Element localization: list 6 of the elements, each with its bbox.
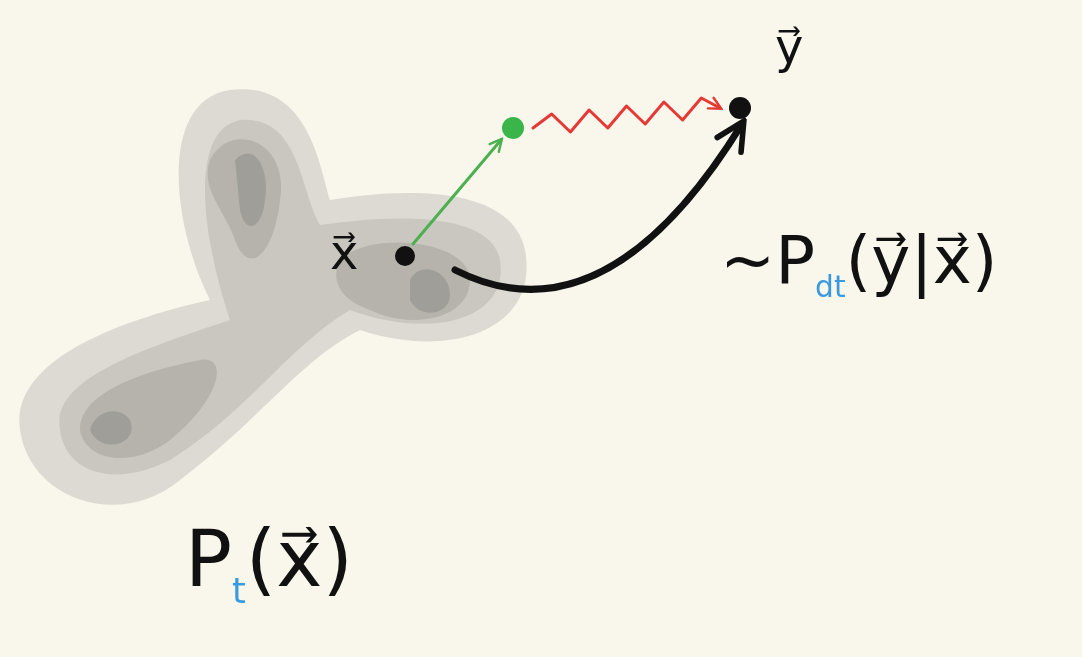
probability-formula: P$_{t}$(x⃗) (185, 520, 353, 608)
probability-formula: ~P$_{dt}$(y⃗|x⃗) (720, 228, 998, 302)
arrow (411, 137, 504, 246)
vector-label: x⃗ (330, 228, 359, 276)
arrow (451, 118, 747, 293)
wavy-arrow (531, 96, 723, 134)
